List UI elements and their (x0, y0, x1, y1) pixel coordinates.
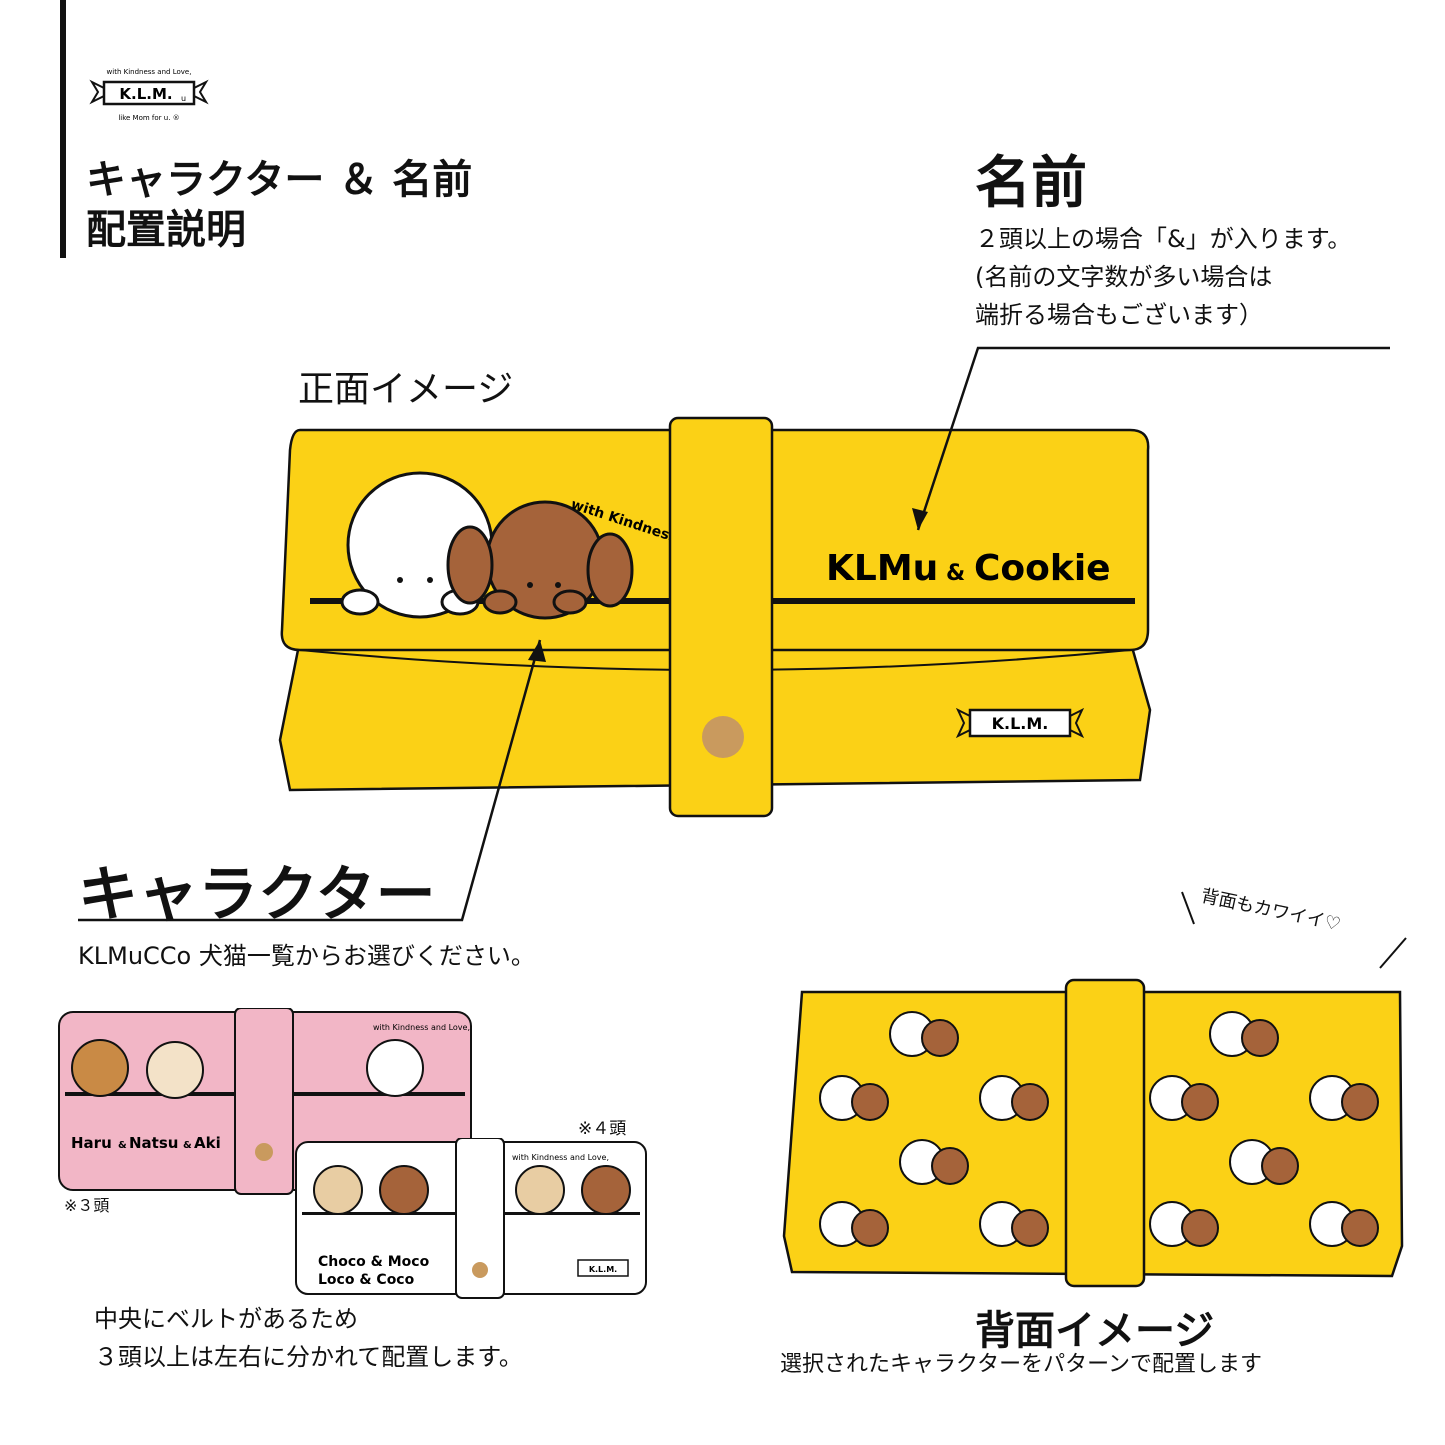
white-pouch-example: with Kindness and Love, Choco & Moco Loc… (295, 1138, 647, 1299)
pink-name-2: Natsu (129, 1134, 178, 1152)
white-logo-text: K.L.M. (589, 1265, 617, 1274)
front-image-label: 正面イメージ (298, 369, 514, 410)
pattern-pair-3 (979, 1075, 1049, 1121)
pomeranian-white-icon (366, 1039, 424, 1097)
logo-bottom-text: like Mom for u. ® (118, 114, 179, 122)
pink-amp-1: & (118, 1140, 127, 1151)
klm-logo: K.L.M. u with Kindness and Love, like Mo… (89, 68, 209, 122)
name-desc-line1: ２頭以上の場合「&」が入ります。 (975, 225, 1352, 253)
front-name-left: KLMu (826, 548, 938, 589)
front-logo-text: K.L.M. (992, 714, 1049, 733)
back-belt (1064, 978, 1146, 1288)
front-name-amp: & (946, 561, 965, 586)
pattern-pair-10 (1229, 1139, 1299, 1185)
pattern-pair-5 (819, 1201, 889, 1247)
back-pouch-illustration (782, 978, 1404, 1288)
logo-top-text: with Kindness and Love, (107, 68, 192, 76)
name-desc-line2: (名前の文字数が多い場合は (975, 263, 1273, 291)
white-names-line1: Choco & Moco (318, 1254, 430, 1270)
pattern-pair-6 (979, 1201, 1049, 1247)
note-four-dogs: ※４頭 (578, 1119, 627, 1139)
snap-button (702, 716, 744, 758)
character-heading: キャラクター (78, 860, 436, 930)
name-desc-line3: 端折る場合もございます） (975, 301, 1263, 329)
pattern-pair-11 (1149, 1201, 1219, 1247)
back-description: 選択されたキャラクターをパターンで配置します (780, 1352, 1263, 1377)
belt-note-line1: 中央にベルトがあるため (94, 1305, 358, 1333)
white-tagline: with Kindness and Love, (512, 1153, 609, 1162)
dachshund-brown-icon-2 (581, 1165, 631, 1215)
pomeranian-cream-icon (146, 1041, 204, 1099)
front-klm-logo: K.L.M. (955, 707, 1085, 739)
white-names-line2: Loco & Coco (318, 1272, 415, 1288)
front-pouch-illustration: with Kindness and Love, KLMu & Cookie K.… (278, 416, 1152, 818)
belt-note: 中央にベルトがあるため ３頭以上は左右に分かれて配置します。 (94, 1300, 523, 1376)
pattern-pair-2 (819, 1075, 889, 1121)
logo-sub-text: u (181, 94, 186, 103)
front-name-right: Cookie (974, 548, 1111, 589)
name-description: ２頭以上の場合「&」が入ります。 (名前の文字数が多い場合は 端折る場合もござい… (975, 220, 1351, 334)
character-description: KLMuCCo 犬猫一覧からお選びください。 (78, 942, 535, 970)
dachshund-cream-icon-2 (515, 1165, 565, 1215)
pattern-pair-4 (899, 1139, 969, 1185)
dachshund-brown-icon-1 (379, 1165, 429, 1215)
pink-tagline: with Kindness and Love, (373, 1023, 470, 1032)
name-heading: 名前 (975, 151, 1087, 216)
pattern-pair-7 (1209, 1011, 1279, 1057)
dachshund-cream-icon-1 (313, 1165, 363, 1215)
note-three-dogs: ※３頭 (64, 1196, 110, 1215)
brown-poodle-icon (446, 500, 634, 620)
belt-note-line2: ３頭以上は左右に分かれて配置します。 (94, 1343, 523, 1371)
page-title-line2: 配置説明 (86, 207, 246, 253)
page-title-line1: キャラクター ＆ 名前 (86, 157, 473, 203)
pattern-pair-1 (889, 1011, 959, 1057)
header-accent-bar (60, 0, 66, 258)
pink-name-3: Aki (194, 1134, 221, 1152)
pink-amp-2: & (183, 1140, 192, 1151)
pouch-belt (668, 416, 774, 818)
back-image-title: 背面イメージ (975, 1308, 1215, 1354)
logo-main-text: K.L.M. (119, 85, 172, 103)
pattern-pair-8 (1149, 1075, 1219, 1121)
back-cute-ticks (1181, 891, 1407, 969)
pattern-pair-12 (1309, 1201, 1379, 1247)
pomeranian-orange-icon (71, 1039, 129, 1097)
pink-name-1: Haru (71, 1134, 112, 1152)
pattern-pair-9 (1309, 1075, 1379, 1121)
